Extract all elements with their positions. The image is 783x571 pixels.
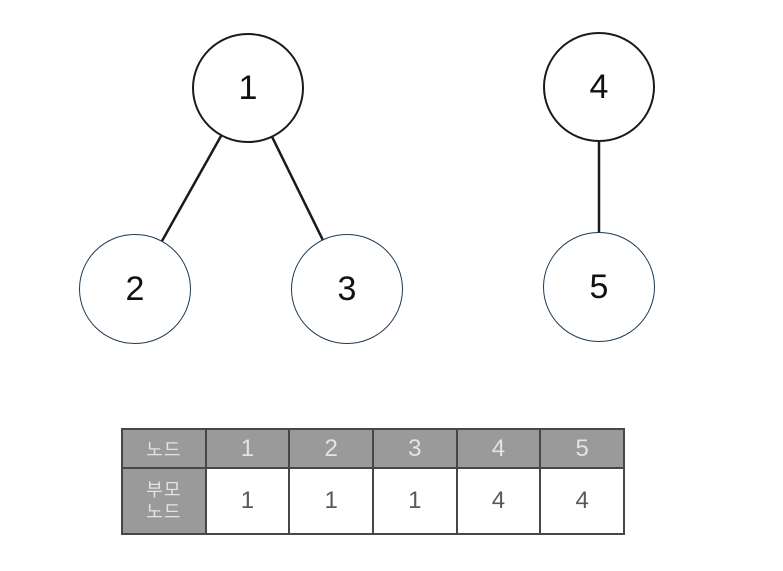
node-2-label: 2 <box>125 269 145 308</box>
header-cell-1: 1 <box>204 428 291 469</box>
table-header-row: 노드 1 2 3 4 5 <box>121 428 625 469</box>
node-3: 3 <box>291 234 403 344</box>
node-4-label: 4 <box>589 67 609 106</box>
header-cell-2: 2 <box>288 428 374 469</box>
node-1: 1 <box>192 33 304 143</box>
header-cell-4: 4 <box>455 428 542 469</box>
node-3-label: 3 <box>337 269 357 308</box>
tree-edges <box>133 87 601 290</box>
parent-cell-1: 1 <box>204 467 291 535</box>
parent-cell-2: 1 <box>288 467 374 535</box>
header-cell-5: 5 <box>539 428 625 469</box>
node-5-label: 5 <box>589 267 609 306</box>
node-2: 2 <box>79 234 191 344</box>
node-5: 5 <box>543 232 655 342</box>
parent-cell-4: 4 <box>455 467 542 535</box>
table-parent-row: 부모 노드 1 1 1 4 4 <box>121 467 625 535</box>
parent-node-table: 노드 1 2 3 4 5 부모 노드 1 1 1 4 4 <box>121 428 625 535</box>
header-node-label-cell: 노드 <box>121 428 207 469</box>
header-cell-3: 3 <box>371 428 458 469</box>
node-1-label: 1 <box>238 68 258 107</box>
parent-node-label-cell: 부모 노드 <box>121 467 207 535</box>
parent-cell-3: 1 <box>371 467 458 535</box>
node-4: 4 <box>543 32 655 142</box>
parent-cell-5: 4 <box>539 467 625 535</box>
parent-label-line1: 부모 <box>146 479 182 500</box>
parent-label-line2: 노드 <box>146 502 182 522</box>
